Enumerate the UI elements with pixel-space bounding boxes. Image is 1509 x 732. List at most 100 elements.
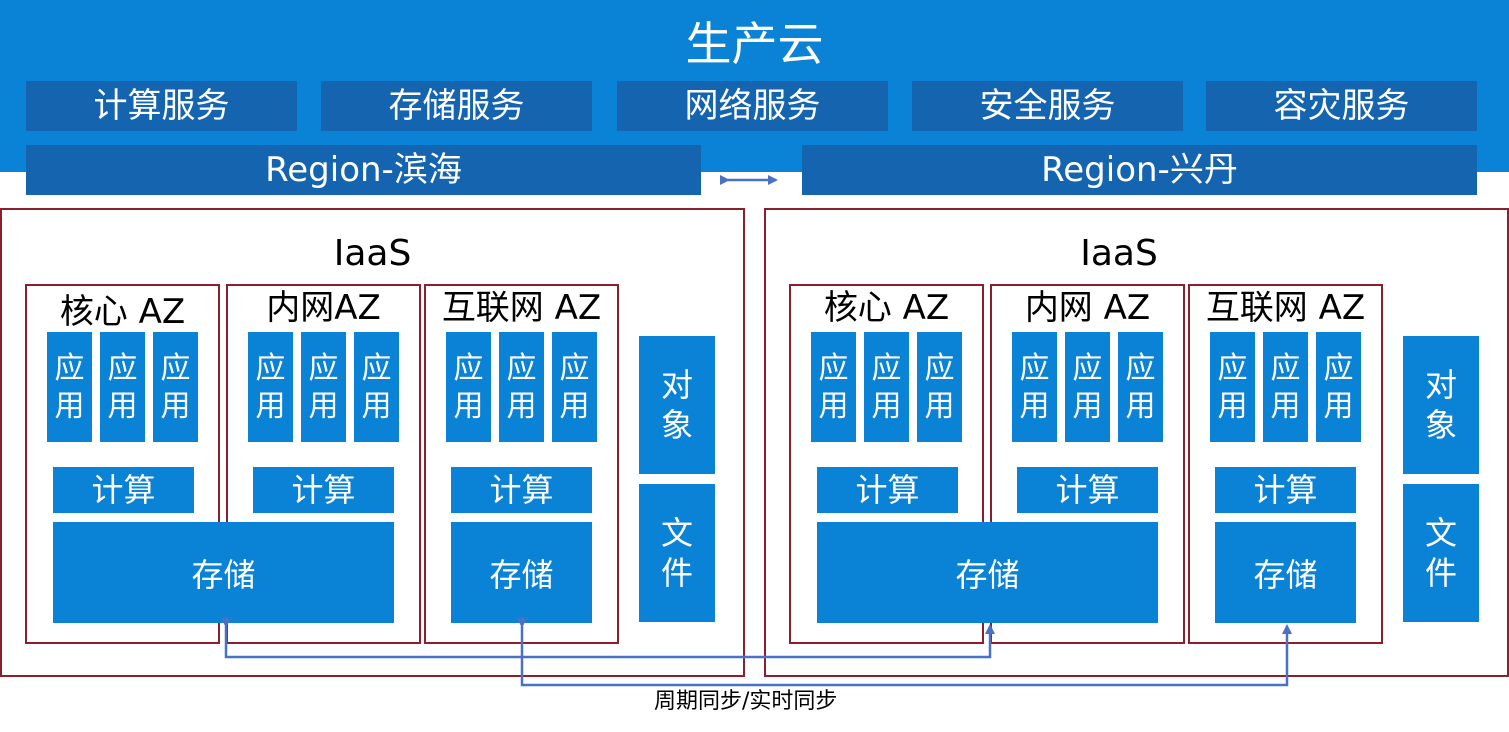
object-label: 对象 [1425,365,1457,445]
binhai-internet-app-3: 应用 [552,332,597,442]
glyph: 应 [924,351,955,386]
service-storage: 存储服务 [321,81,592,131]
glyph: 应 [308,351,339,386]
glyph: 应 [559,351,590,386]
xingdan-shared-storage: 存储 [817,522,1158,623]
xingdan-internet-app-3: 应用 [1316,332,1361,442]
glyph: 用 [1270,389,1301,424]
glyph: 应 [361,351,392,386]
glyph: 用 [361,389,392,424]
file-label: 文件 [661,513,693,593]
glyph: 应 [1019,351,1050,386]
xingdan-az-intranet-label: 内网 AZ [1024,288,1151,328]
shared-storage-sync-line [221,618,995,659]
region-xingdan-header: Region-兴丹 [802,145,1477,195]
xingdan-intranet-compute: 计算 [1017,467,1158,513]
glyph: 应 [1323,351,1354,386]
app-label: 应用 [811,350,856,426]
app-label: 应用 [1210,350,1255,426]
glyph: 用 [924,389,955,424]
glyph: 用 [255,389,286,424]
glyph: 对 [660,366,693,404]
binhai-intranet-app-2: 应用 [301,332,346,442]
app-label: 应用 [100,350,145,426]
service-disaster-recovery: 容灾服务 [1206,81,1477,131]
glyph: 件 [660,554,693,592]
app-label: 应用 [917,350,962,426]
glyph: 应 [1072,351,1103,386]
app-label: 应用 [1263,350,1308,426]
glyph: 象 [660,406,693,444]
glyph: 应 [453,351,484,386]
binhai-core-app-3: 应用 [153,332,198,442]
app-label: 应用 [1065,350,1110,426]
glyph: 用 [1072,389,1103,424]
region-binhai-iaas-label: IaaS [333,233,412,274]
app-label: 应用 [1012,350,1057,426]
xingdan-object-storage: 对象 [1403,336,1479,474]
app-label: 应用 [301,350,346,426]
xingdan-internet-storage: 存储 [1215,522,1356,623]
binhai-az-intranet-label: 内网AZ [266,288,381,328]
app-label: 应用 [1316,350,1361,426]
xingdan-internet-compute: 计算 [1215,467,1356,513]
banner-title: 生产云 [685,17,824,71]
glyph: 象 [1424,406,1457,444]
glyph: 应 [54,351,85,386]
glyph: 应 [506,351,537,386]
xingdan-intranet-app-3: 应用 [1118,332,1163,442]
binhai-internet-storage: 存储 [451,522,592,623]
glyph: 用 [453,389,484,424]
glyph: 用 [1019,389,1050,424]
xingdan-file-storage: 文件 [1403,484,1479,622]
xingdan-internet-app-2: 应用 [1263,332,1308,442]
glyph: 应 [107,351,138,386]
service-security: 安全服务 [912,81,1183,131]
app-label: 应用 [552,350,597,426]
xingdan-intranet-app-2: 应用 [1065,332,1110,442]
binhai-core-app-1: 应用 [47,332,92,442]
binhai-internet-app-2: 应用 [499,332,544,442]
glyph: 应 [818,351,849,386]
glyph: 用 [1125,389,1156,424]
xingdan-intranet-app-1: 应用 [1012,332,1057,442]
app-label: 应用 [864,350,909,426]
glyph: 文 [660,514,693,552]
glyph: 用 [871,389,902,424]
glyph: 用 [308,389,339,424]
app-label: 应用 [153,350,198,426]
app-label: 应用 [354,350,399,426]
app-label: 应用 [1118,350,1163,426]
service-compute: 计算服务 [26,81,297,131]
glyph: 对 [1424,366,1457,404]
binhai-core-app-2: 应用 [100,332,145,442]
glyph: 用 [818,389,849,424]
app-label: 应用 [47,350,92,426]
glyph: 用 [559,389,590,424]
app-label: 应用 [446,350,491,426]
xingdan-core-app-3: 应用 [917,332,962,442]
binhai-intranet-compute: 计算 [253,467,394,513]
internet-storage-sync-line [517,618,1292,687]
glyph: 用 [54,389,85,424]
file-label: 文件 [1425,513,1457,593]
xingdan-internet-app-1: 应用 [1210,332,1255,442]
glyph: 用 [107,389,138,424]
glyph: 应 [1125,351,1156,386]
binhai-internet-compute: 计算 [451,467,592,513]
glyph: 件 [1424,554,1457,592]
glyph: 应 [160,351,191,386]
glyph: 文 [1424,514,1457,552]
region-binhai-header: Region-滨海 [26,145,701,195]
binhai-az-internet-label: 互联网 AZ [441,288,602,328]
glyph: 用 [1217,389,1248,424]
glyph: 应 [1270,351,1301,386]
xingdan-core-app-2: 应用 [864,332,909,442]
xingdan-core-app-1: 应用 [811,332,856,442]
binhai-internet-app-1: 应用 [446,332,491,442]
binhai-intranet-app-3: 应用 [354,332,399,442]
glyph: 用 [160,389,191,424]
xingdan-core-compute: 计算 [817,467,958,513]
binhai-shared-storage: 存储 [53,522,394,623]
